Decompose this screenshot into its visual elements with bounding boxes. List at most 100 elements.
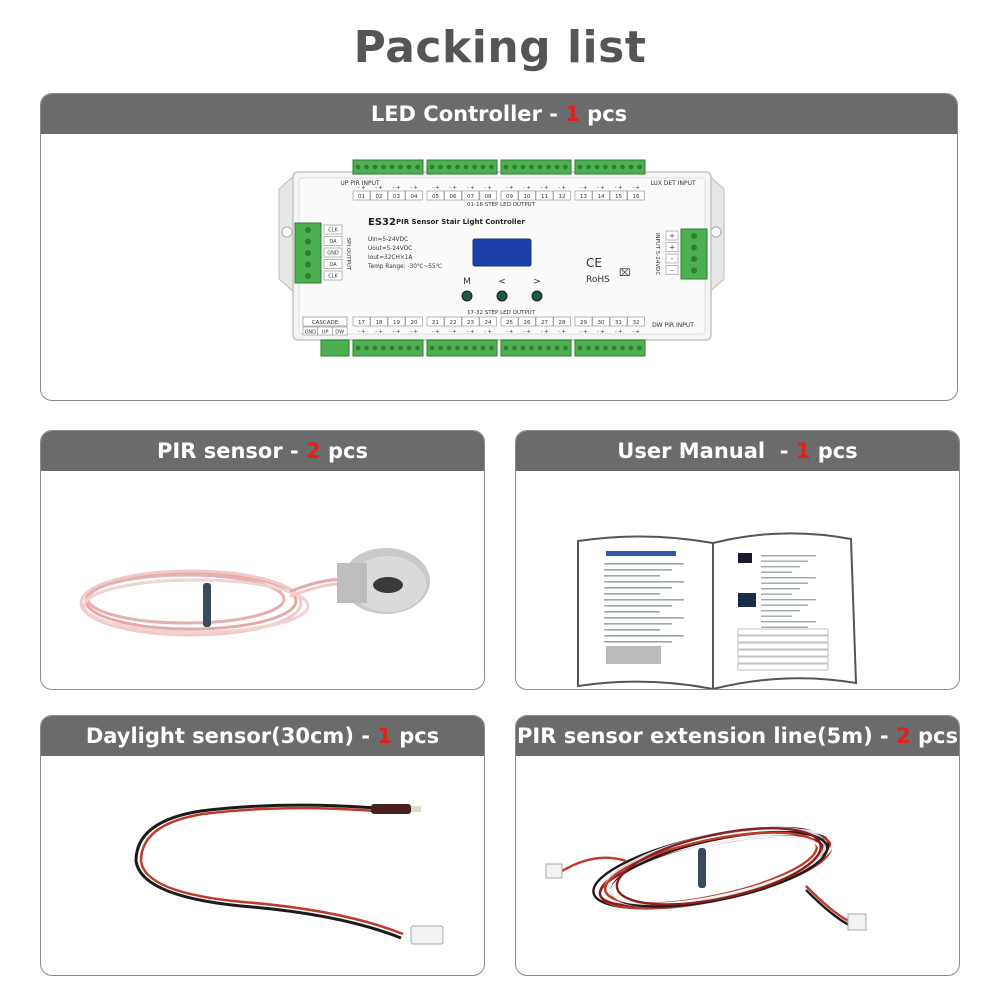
control-buttons: M<>	[461, 277, 543, 302]
manual-illustration	[577, 532, 858, 689]
polarity-label: - +	[558, 329, 566, 335]
controller-image: 01- +02- +03- +04- +05- +06- +07- +08- +…	[41, 134, 957, 400]
button-label: M	[463, 277, 471, 287]
input-pin-box	[665, 230, 679, 241]
terminal-screw	[577, 345, 583, 351]
text-line	[761, 599, 816, 601]
terminal-screw	[381, 164, 386, 170]
spec-line: Uout=5-24VDC	[368, 246, 412, 252]
terminal-screw	[520, 345, 526, 351]
terminal-screw	[489, 164, 494, 170]
ce-mark: CE	[586, 256, 602, 270]
channel-label: 15	[615, 194, 622, 200]
polarity-label: - +	[484, 329, 492, 335]
text-line	[761, 615, 792, 617]
top-terminal-block	[352, 159, 424, 175]
spec-line: Uin=5-24VDC	[368, 237, 408, 243]
channel-box	[609, 190, 628, 201]
channel-box	[405, 190, 423, 201]
polarity-label: - +	[358, 185, 366, 191]
polarity-label: - +	[432, 329, 440, 335]
cable-loop	[615, 827, 822, 906]
polarity-label: - +	[375, 185, 383, 191]
terminal-screw	[381, 345, 386, 351]
channel-label: 03	[393, 194, 400, 200]
terminal-screw	[305, 273, 311, 279]
item-quantity: 1	[565, 102, 580, 126]
text-line	[761, 577, 816, 579]
table-row	[737, 656, 829, 664]
polarity-label: - +	[467, 329, 475, 335]
input-pin-labels: ++--INPUT 5-24VDC	[654, 230, 679, 275]
terminal-screw	[438, 164, 443, 170]
terminal-screw	[455, 345, 460, 351]
spi-pin-label: GND	[327, 251, 339, 257]
spec-list: Uin=5-24VDCUout=5-24VDCIout=32CH×1ATemp …	[367, 237, 443, 270]
terminal-screw	[355, 345, 361, 351]
channel-label: 23	[467, 320, 474, 326]
terminal-screw	[520, 164, 526, 170]
item-separator: -	[872, 724, 897, 748]
channel-box	[500, 316, 519, 327]
terminal-screw	[364, 345, 369, 351]
text-line	[761, 555, 816, 557]
text-line	[761, 582, 808, 584]
item-unit: pcs	[910, 724, 958, 748]
extension-line-illustration	[545, 826, 867, 931]
cable-lead	[805, 885, 852, 924]
input-pin-label: -	[671, 255, 674, 263]
channel-box	[518, 316, 536, 327]
text-line	[604, 563, 684, 565]
polarity-label: - +	[375, 329, 383, 335]
spi-pin-box	[323, 224, 343, 235]
terminal-screw	[563, 164, 568, 170]
channel-box	[553, 190, 571, 201]
item-name: Daylight sensor(30cm)	[85, 724, 354, 748]
channel-label: 05	[432, 194, 439, 200]
channel-box	[461, 316, 480, 327]
text-line	[604, 599, 684, 601]
terminal-screw	[415, 164, 420, 170]
polarity-label: - +	[432, 185, 440, 191]
daylight-sensor-illustration	[134, 803, 444, 945]
terminal-screw	[529, 164, 534, 170]
terminal-screw	[398, 345, 403, 351]
bottom-terminal-block	[426, 339, 498, 357]
text-line	[604, 587, 672, 589]
channel-label: 11	[541, 194, 548, 200]
terminal-screw	[620, 164, 625, 170]
item-unit: pcs	[391, 724, 440, 748]
spi-pin-label: DA	[329, 262, 337, 268]
spi-pin-label: CLK	[328, 228, 338, 234]
polarity-label: - +	[523, 329, 531, 335]
top-terminal-blocks	[352, 159, 646, 175]
input-pin-box	[665, 253, 679, 264]
channel-box	[426, 316, 445, 327]
card-pir-extension: PIR sensor extension line(5m) - 2 pcs	[515, 715, 960, 976]
terminal-screw	[446, 164, 452, 170]
channel-label: 08	[485, 194, 492, 200]
cascade-pin-label: UP	[322, 330, 329, 336]
channel-label: 10	[524, 194, 531, 200]
bottom-output-label: 17-32 STEP LED OUTPUT	[467, 310, 536, 316]
polarity-label: - +	[632, 329, 640, 335]
channel-label: 14	[598, 194, 605, 200]
channel-label: 21	[432, 320, 439, 326]
card-user-manual: User Manual - 1 pcs	[515, 430, 960, 690]
text-line	[761, 621, 816, 623]
channel-box	[627, 190, 645, 201]
text-line	[604, 611, 660, 613]
terminal-screw	[472, 345, 477, 351]
channel-box	[592, 316, 610, 327]
text-line	[604, 581, 684, 583]
terminal-screw	[429, 345, 435, 351]
text-line	[761, 626, 808, 628]
terminal-screw	[480, 345, 486, 351]
terminal-screw	[446, 345, 452, 351]
polarity-label: - +	[410, 329, 418, 335]
terminal-screw	[611, 345, 617, 351]
card-led-controller: LED Controller - 1 pcs 01- +02- +03- +04…	[40, 93, 958, 401]
channel-box	[479, 190, 497, 201]
terminal-screw	[503, 345, 509, 351]
